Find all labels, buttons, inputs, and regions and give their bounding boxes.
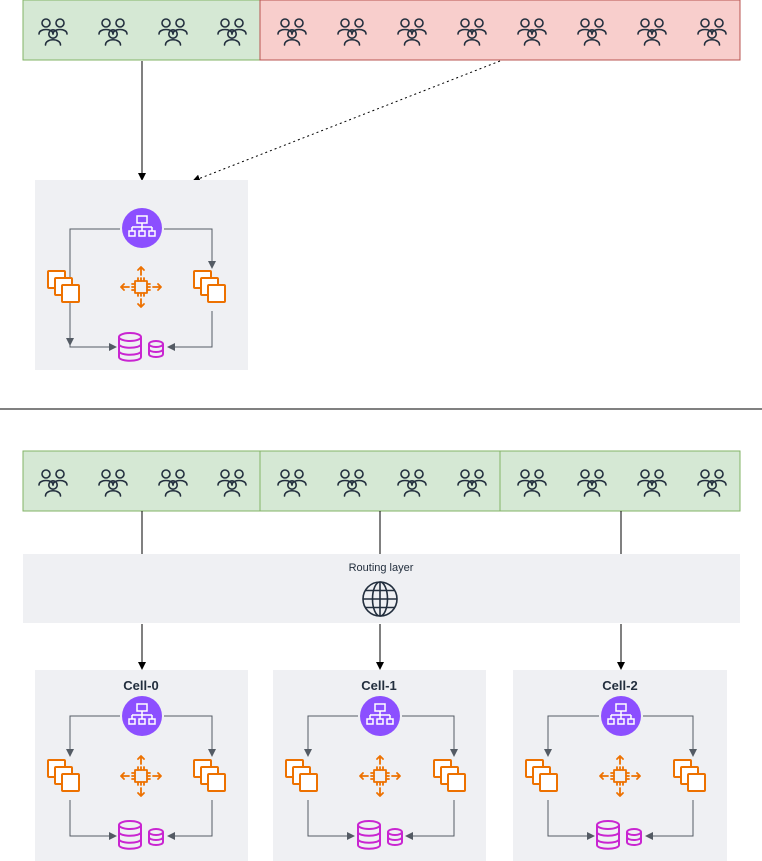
connector-line (304, 715, 358, 757)
connector-line (66, 228, 120, 346)
connector-line (69, 311, 117, 351)
connector-line (405, 800, 455, 840)
connector-line (164, 228, 216, 269)
connector-line (66, 715, 120, 757)
load-balancer-icon (600, 695, 642, 737)
connector-line (167, 800, 213, 840)
globe-icon (362, 581, 398, 617)
cell-1: Cell-1 (273, 670, 486, 861)
connector-line (307, 800, 355, 840)
top-section (22, 0, 741, 370)
cell-title: Cell-1 (361, 678, 396, 693)
connector-line (164, 715, 216, 757)
bottom-section: Routing layer Cell-0 Cell-1 (22, 450, 741, 861)
impacted-traffic-arrow (192, 60, 501, 183)
connector-line (645, 800, 694, 840)
connector-line (643, 715, 697, 757)
load-balancer-icon (359, 695, 401, 737)
routing-layer-label: Routing layer (349, 562, 414, 574)
impacted-users-bar (259, 0, 741, 61)
connector-line (402, 715, 458, 757)
cell-title: Cell-0 (123, 678, 158, 693)
cell-0: Cell-0 (35, 670, 248, 861)
cell-title: Cell-2 (602, 678, 637, 693)
routing-layer: Routing layer (23, 554, 740, 623)
connector-line (544, 715, 599, 757)
connector-line (167, 311, 213, 351)
cell-2: Cell-2 (513, 670, 727, 861)
connector-line (69, 800, 117, 840)
load-balancer-icon (121, 207, 163, 249)
load-balancer-icon (121, 695, 163, 737)
monolith-stack (35, 180, 248, 370)
connector-line (547, 800, 595, 840)
